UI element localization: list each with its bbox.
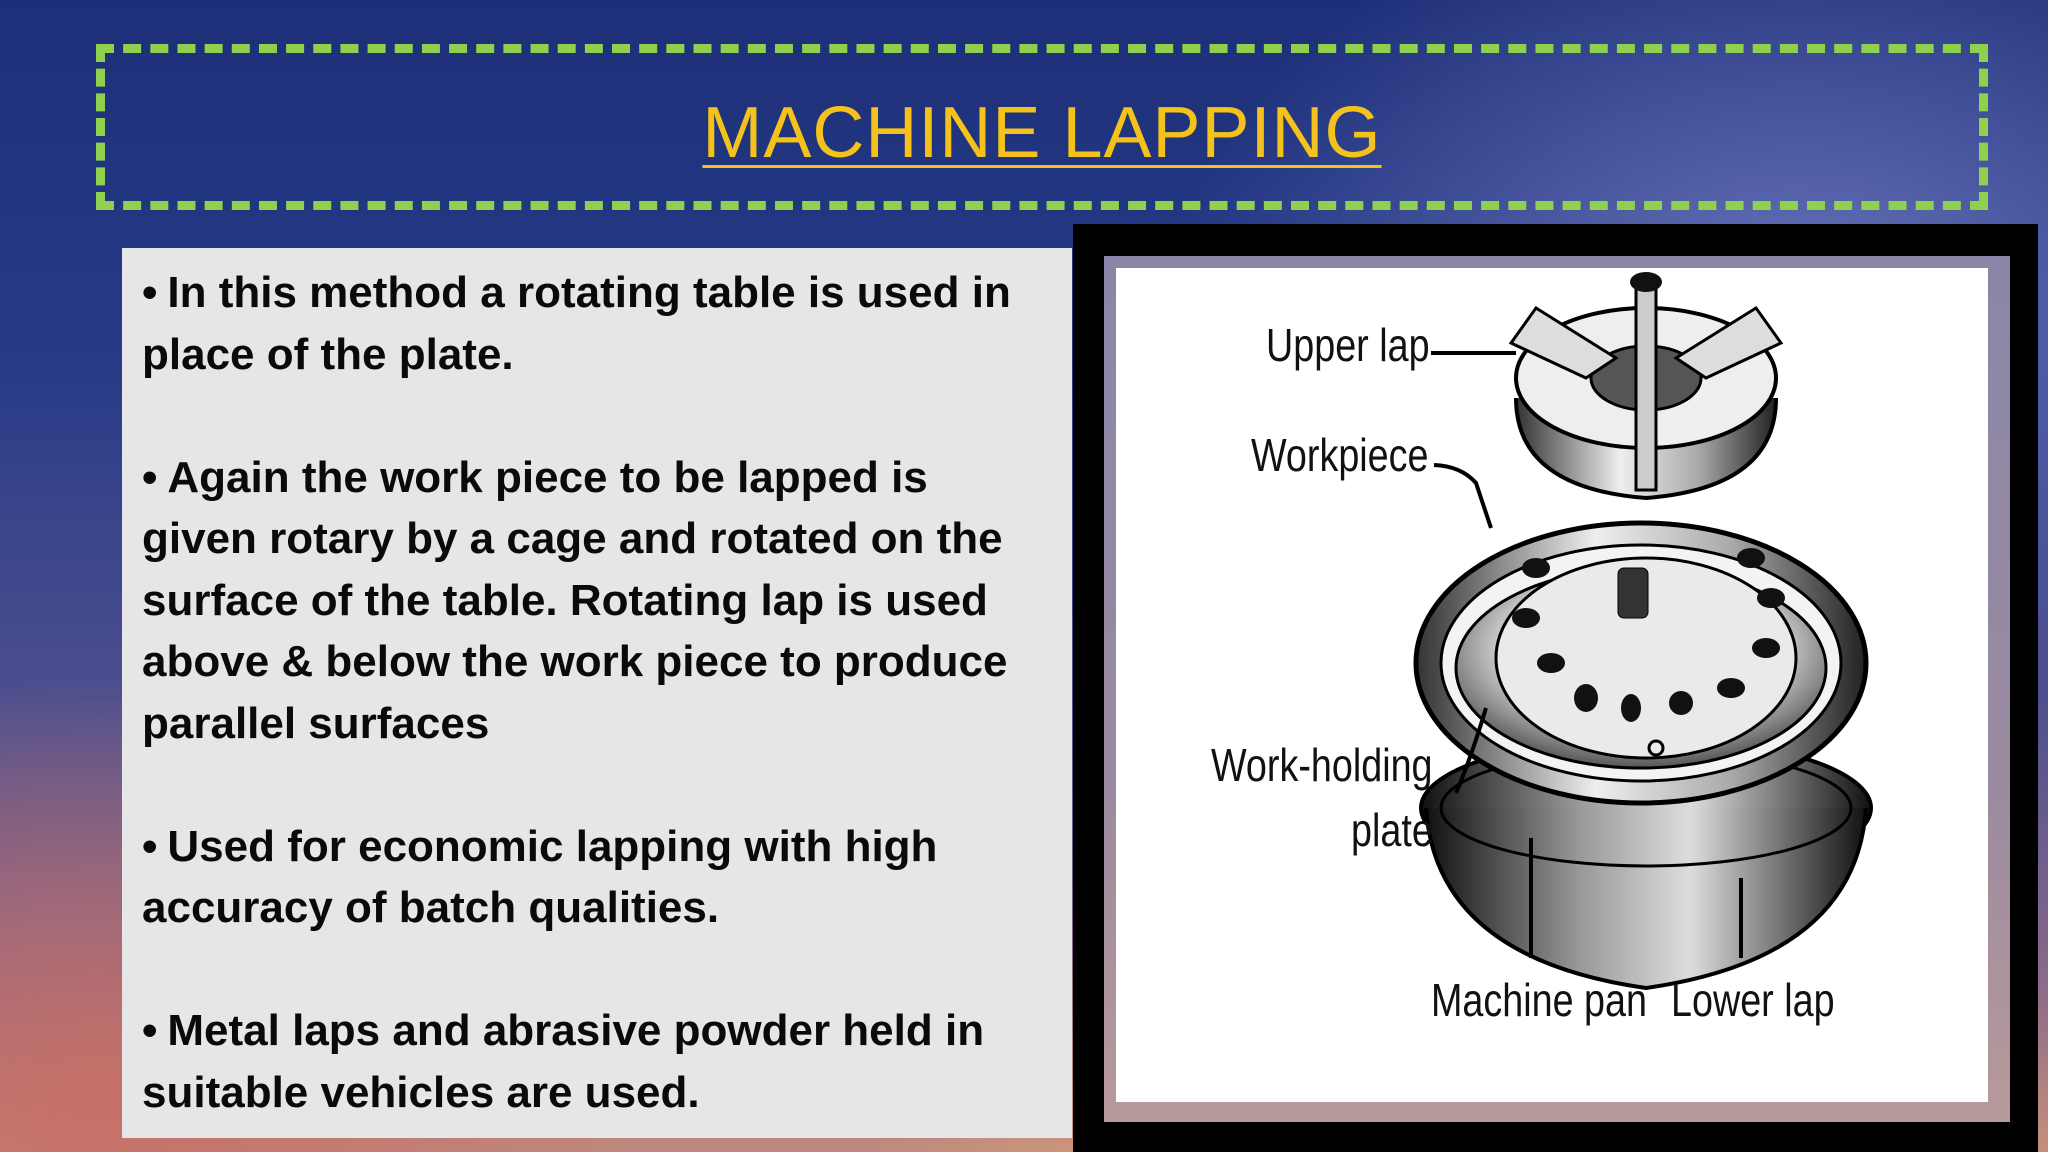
label-workpiece: Workpiece	[1251, 429, 1429, 481]
bullet-item: •Metal laps and abrasive powder held in …	[142, 1000, 1052, 1123]
bullet-text: Used for economic lapping with high accu…	[142, 821, 938, 933]
label-upper-lap: Upper lap	[1266, 319, 1430, 371]
bullet-dot: •	[142, 452, 158, 502]
label-plate: plate	[1351, 804, 1433, 856]
bullet-text: Again the work piece to be lapped is giv…	[142, 452, 1008, 748]
label-lower-lap: Lower lap	[1671, 974, 1835, 1026]
slide-title: MACHINE LAPPING	[702, 93, 1382, 173]
work-holding-plate-shape	[1494, 548, 1798, 760]
bullet-item: •Again the work piece to be lapped is gi…	[142, 447, 1052, 755]
diagram-frame: Upper lap Workpiece Work-holding plate M…	[1073, 224, 2038, 1152]
upper-lap-shape	[1508, 272, 1784, 501]
bullet-dot: •	[142, 821, 158, 871]
text-panel: •In this method a rotating table is used…	[122, 248, 1072, 1138]
bullet-item: •In this method a rotating table is used…	[142, 262, 1052, 385]
diagram-canvas: Upper lap Workpiece Work-holding plate M…	[1116, 268, 1988, 1102]
bullet-dot: •	[142, 268, 158, 317]
lapping-machine-diagram	[1413, 272, 1873, 991]
bullet-item: •Used for economic lapping with high acc…	[142, 816, 1052, 939]
bullet-text: In this method a rotating table is used …	[142, 268, 1011, 379]
bullet-text: Metal laps and abrasive powder held in s…	[142, 1006, 985, 1117]
bullet-dot: •	[142, 1006, 158, 1055]
label-work-holding: Work-holding	[1211, 739, 1433, 791]
title-box: MACHINE LAPPING	[96, 44, 1988, 210]
diagram-border: Upper lap Workpiece Work-holding plate M…	[1104, 256, 2010, 1122]
label-machine-pan: Machine pan	[1431, 974, 1647, 1026]
leader-lines	[1431, 351, 1743, 958]
